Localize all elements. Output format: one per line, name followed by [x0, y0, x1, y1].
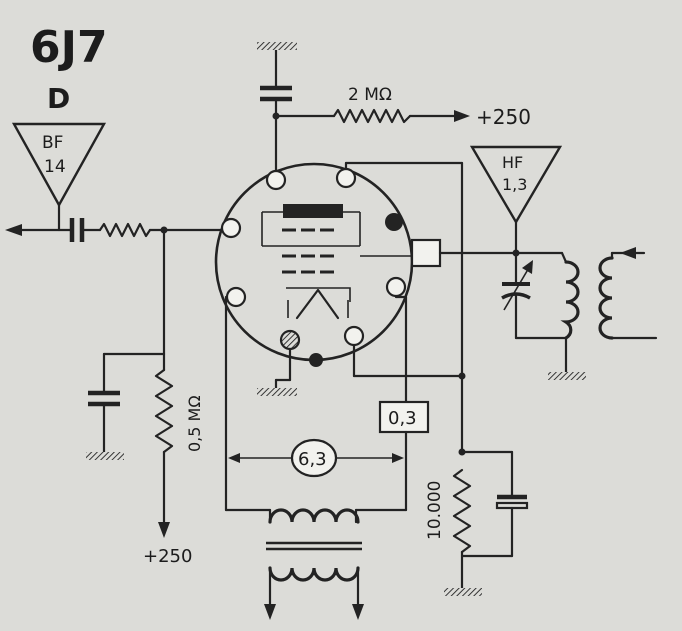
input-meter-label-top: HF: [502, 153, 523, 172]
tube-pin-2: [335, 167, 357, 189]
output-meter-label-bottom: 14: [44, 157, 66, 177]
input-meter-label-bottom: 1,3: [502, 175, 527, 194]
ground-symbol-left: [86, 452, 124, 460]
transformer-primary-coil: [268, 566, 360, 582]
grid-leak-branch: 0,5 MΩ +250: [86, 228, 204, 567]
output-arrow-icon: [5, 224, 22, 236]
tube-pin-5: [225, 286, 247, 308]
output-meter-label-top: BF: [42, 133, 63, 153]
grid-supply-label: +250: [143, 546, 192, 567]
tube-type-title: 6J7: [30, 22, 108, 73]
plate-circuit: 2 MΩ +250: [257, 42, 531, 172]
output-coupling-line: [5, 218, 228, 242]
cathode-resistor: [452, 468, 472, 554]
tube-heater-filament: [295, 288, 340, 320]
tube-pin-7: [279, 329, 301, 351]
grid-leak-resistor: [154, 368, 174, 454]
ground-symbol-cathode: [444, 588, 482, 596]
ground-symbol-tube: [257, 388, 297, 396]
coupling-resistor: [98, 222, 152, 238]
filament-current-box: [378, 400, 430, 434]
tuning-arrow-icon: [522, 260, 533, 274]
input-tuned-circuit: HF 1,3: [469, 145, 658, 380]
heater-voltage-badge: [290, 438, 338, 478]
tube-pin-3: [220, 217, 242, 239]
tube-pin-4: [385, 213, 403, 231]
mains-arrow-left-icon: [264, 604, 276, 620]
heater-circuit: 0,3 6,3: [224, 295, 430, 620]
grid-leak-resistor-label: 0,5 MΩ: [185, 395, 204, 452]
tube-cathode: [286, 287, 351, 302]
transformer-secondary-coil: [268, 508, 360, 524]
vacuum-tube-6j7: [214, 162, 518, 367]
grid-supply-arrow-icon: [158, 522, 170, 538]
tube-pin-6: [385, 276, 407, 298]
cathode-resistor-label: 10.000: [425, 481, 445, 540]
tube-code-label: D: [47, 82, 70, 115]
input-meter-symbol: [469, 145, 563, 225]
input-arrow-icon: [620, 247, 636, 259]
tube-pin-1: [265, 169, 287, 191]
plate-supply-label: +250: [476, 105, 531, 129]
antenna-coil: [598, 256, 614, 340]
plate-load-resistor: [332, 108, 412, 124]
tube-grids: [282, 228, 334, 274]
ground-symbol-top: [257, 42, 297, 50]
tube-pin-8: [343, 325, 365, 347]
plate-resistor-label: 2 MΩ: [348, 85, 392, 105]
filament-current-label: 0,3: [388, 408, 417, 429]
pin-ground-branch: [257, 348, 297, 396]
plate-supply-arrow-icon: [454, 110, 470, 122]
tube-anode-plate: [283, 204, 343, 218]
tube-top-cap: [410, 238, 442, 268]
output-meter-symbol: BF 14: [11, 122, 107, 232]
tuned-coil: [560, 260, 580, 340]
ground-symbol-tuned: [548, 372, 586, 380]
cathode-network: 10.000: [344, 161, 529, 596]
mains-arrow-right-icon: [352, 604, 364, 620]
tube-key: [309, 353, 323, 367]
heater-voltage-label: 6,3: [298, 449, 327, 470]
